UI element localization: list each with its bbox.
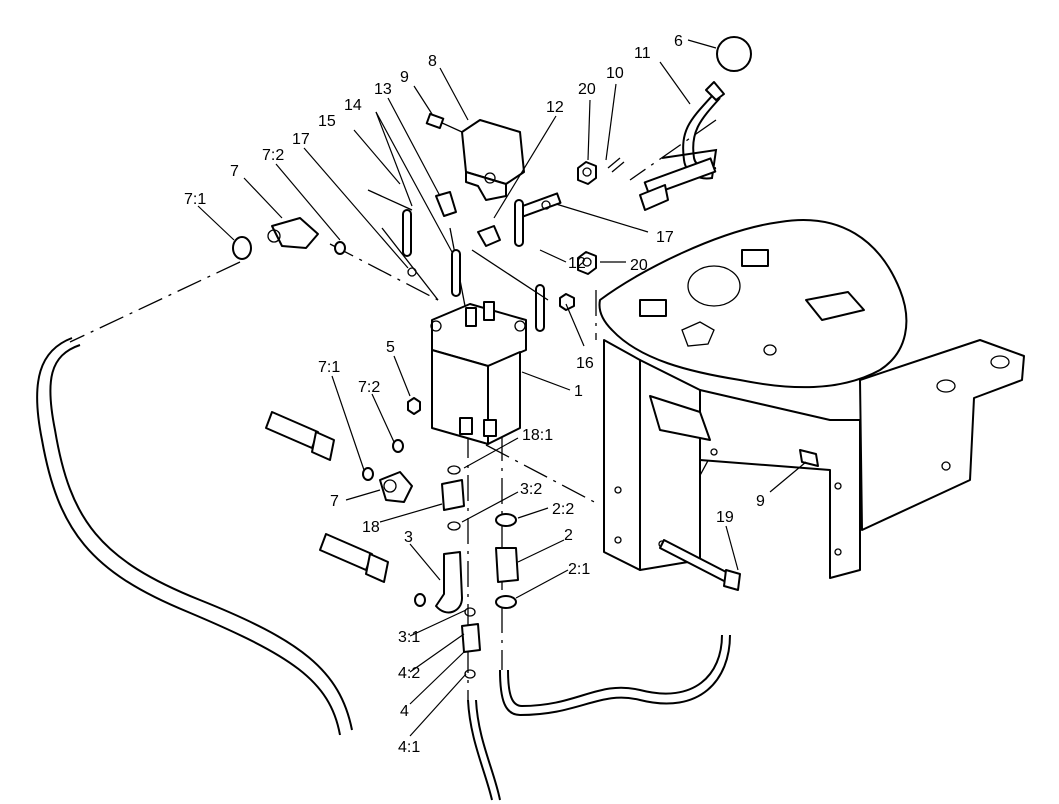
callout-9-top: 9 — [400, 69, 409, 86]
callout-6: 6 — [674, 33, 683, 50]
callout-2-1: 2:1 — [568, 561, 590, 578]
callout-12-top: 12 — [546, 99, 564, 116]
callout-10: 10 — [606, 65, 624, 82]
callout-3-1: 3:1 — [398, 629, 420, 646]
callout-7-2-mid: 7:2 — [358, 379, 380, 396]
callout-7-1-top: 7:1 — [184, 191, 206, 208]
callout-2-2: 2:2 — [552, 501, 574, 518]
callout-9-bottom: 9 — [756, 493, 765, 510]
hose-couplers — [265, 411, 389, 583]
callout-12-right: 12 — [568, 255, 586, 272]
straight-fittings — [435, 465, 519, 679]
mounting-bracket — [598, 219, 1025, 579]
linkage-rods — [367, 189, 551, 332]
callout-20-top: 20 — [578, 81, 596, 98]
callout-11: 11 — [634, 45, 651, 62]
elbow-fittings — [232, 217, 426, 607]
hose-lines — [36, 227, 731, 801]
callout-5: 5 — [386, 339, 395, 356]
callout-15: 15 — [318, 113, 336, 130]
callout-7-1-mid: 7:1 — [318, 359, 340, 376]
valve-bracket-assembly — [425, 112, 597, 311]
lever-knob — [716, 36, 752, 72]
callout-7-top: 7 — [230, 163, 239, 180]
mounting-bolts — [659, 449, 819, 591]
callout-4-1: 4:1 — [398, 739, 420, 756]
callout-7-mid: 7 — [330, 493, 339, 510]
callout-20-right: 20 — [630, 257, 648, 274]
callout-4: 4 — [400, 703, 409, 720]
control-lever-assembly — [518, 36, 752, 218]
callout-13: 13 — [374, 81, 392, 98]
valve-body — [407, 301, 527, 445]
callout-19: 19 — [716, 509, 734, 526]
callout-3-2: 3:2 — [520, 481, 542, 498]
callout-17-right: 17 — [656, 229, 674, 246]
callout-leader-lines — [197, 39, 807, 737]
callout-4-2: 4:2 — [398, 665, 420, 682]
callout-labels: 6 11 10 20 12 8 9 13 14 15 17 7:2 7 7:1 … — [184, 33, 765, 756]
callout-8: 8 — [428, 53, 437, 70]
callout-17-left: 17 — [292, 131, 310, 148]
callout-1: 1 — [574, 383, 583, 400]
callout-14: 14 — [344, 97, 362, 114]
callout-2: 2 — [564, 527, 573, 544]
callout-18-1: 18:1 — [522, 427, 553, 444]
callout-16: 16 — [576, 355, 594, 372]
callout-7-2-top: 7:2 — [262, 147, 284, 164]
callout-18: 18 — [362, 519, 380, 536]
callout-3: 3 — [404, 529, 413, 546]
